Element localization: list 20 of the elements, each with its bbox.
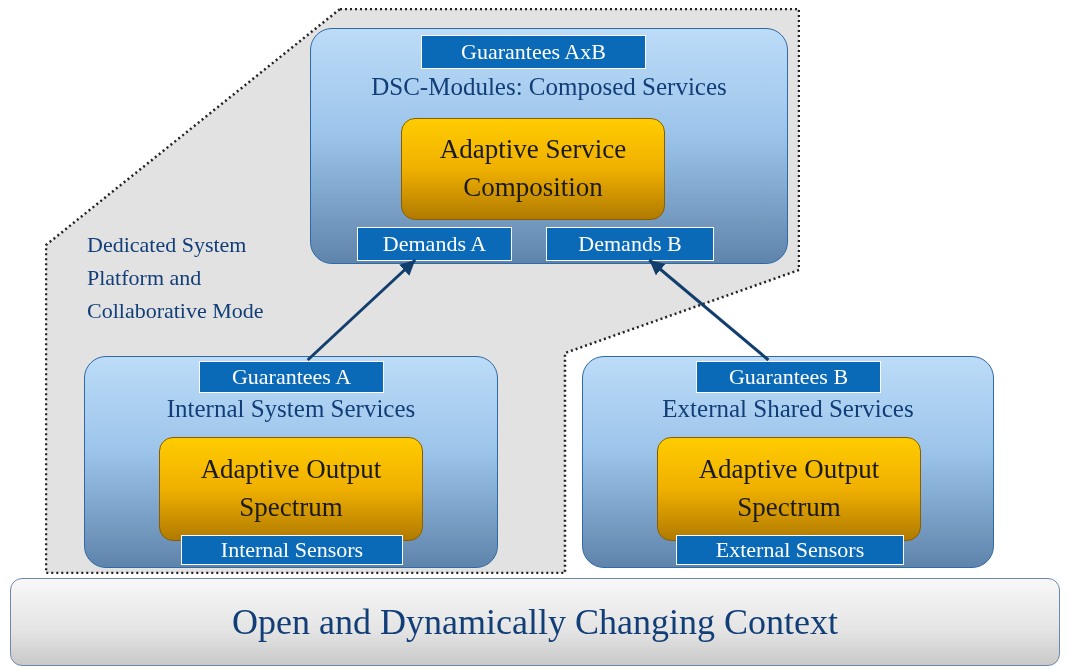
arrow bbox=[306, 258, 417, 362]
label-tab: Internal Sensors bbox=[181, 535, 403, 565]
label-tab: Guarantees A bbox=[199, 361, 384, 393]
panel-title: External Shared Services bbox=[661, 395, 915, 423]
label-tab: External Sensors bbox=[676, 535, 904, 565]
label-tab: Demands A bbox=[357, 227, 512, 261]
panel-title: Internal System Services bbox=[165, 395, 417, 423]
service-panel bbox=[310, 28, 788, 264]
service-panel bbox=[84, 356, 498, 568]
label-tab: Guarantees AxB bbox=[421, 35, 646, 69]
label-tab: Demands B bbox=[546, 227, 714, 261]
component-box: Adaptive Service Composition bbox=[401, 118, 665, 220]
arrow bbox=[648, 258, 770, 362]
label-tab: Guarantees B bbox=[696, 361, 881, 393]
component-box: Adaptive Output Spectrum bbox=[657, 437, 921, 541]
service-panel bbox=[582, 356, 994, 568]
panel-title: DSC-Modules: Composed Services bbox=[370, 73, 728, 101]
context-bar: Open and Dynamically Changing Context bbox=[10, 578, 1060, 666]
region-title: Dedicated System Platform and Collaborative Mode bbox=[87, 231, 265, 325]
component-box: Adaptive Output Spectrum bbox=[159, 437, 423, 541]
